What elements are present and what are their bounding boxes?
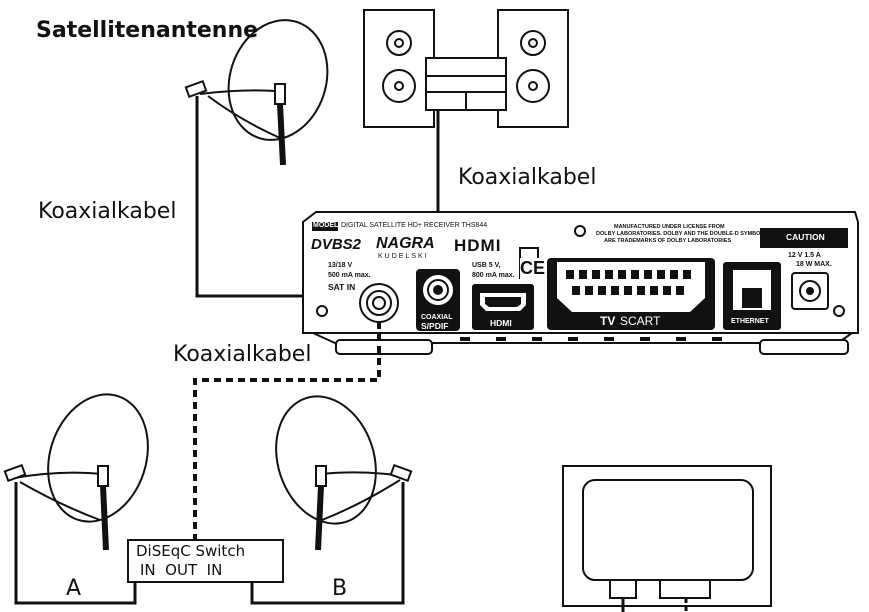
tv-set bbox=[562, 465, 772, 607]
dc-power: 18 W MAX. bbox=[796, 261, 832, 268]
sat-in-connector bbox=[359, 283, 399, 323]
scart-pin bbox=[637, 286, 645, 295]
model-badge-text: MODEL bbox=[313, 222, 339, 229]
license-line3: ARE TRADEMARKS OF DOLBY LABORATORIES bbox=[604, 238, 732, 244]
usb-spec: USB 5 V, bbox=[472, 262, 501, 269]
spdif-label: S/PDIF bbox=[421, 321, 449, 331]
scart-pin bbox=[663, 286, 671, 295]
dvb-logo: DVBS2 bbox=[311, 236, 362, 253]
scart-label: SCART bbox=[620, 314, 661, 328]
receiver-feet-marks bbox=[460, 337, 722, 341]
power-in-spec: 13/18 V bbox=[328, 262, 353, 269]
coax-middle-label: Koaxialkabel bbox=[173, 342, 312, 367]
scart-pin bbox=[579, 270, 587, 279]
scart-pin bbox=[650, 286, 658, 295]
scart-pins bbox=[566, 270, 691, 295]
kudelski-text: KUDELSKI bbox=[378, 253, 429, 260]
coax-top-label: Koaxialkabel bbox=[458, 165, 597, 190]
switch-title: DiSEqC Switch bbox=[136, 542, 246, 560]
dish-b-label: B bbox=[332, 576, 348, 601]
power-in-current: 500 mA max. bbox=[328, 272, 371, 279]
switch-ports: IN OUT IN bbox=[140, 561, 223, 579]
cable-dish-b-to-switch bbox=[250, 482, 405, 605]
scart-pin bbox=[566, 270, 574, 279]
diseqc-switch-box bbox=[127, 539, 284, 583]
nagra-logo: NAGRA bbox=[376, 235, 435, 252]
license-line2: DOLBY LABORATORIES. DOLBY AND THE DOUBLE… bbox=[596, 231, 764, 237]
scart-pin bbox=[605, 270, 613, 279]
scart-pin bbox=[657, 270, 665, 279]
caution-box bbox=[760, 228, 848, 248]
tv-label: TV bbox=[600, 314, 616, 328]
coaxial-label: COAXIAL bbox=[421, 314, 453, 321]
model-badge bbox=[312, 222, 338, 231]
scart-pin bbox=[585, 286, 593, 295]
satellite-dish-a bbox=[3, 393, 149, 551]
hdmi-port bbox=[472, 284, 534, 330]
scart-pin bbox=[670, 270, 678, 279]
coax-left-label: Koaxialkabel bbox=[38, 199, 177, 224]
scart-pin bbox=[631, 270, 639, 279]
ethernet-label: ETHERNET bbox=[731, 318, 769, 325]
caution-label: CAUTION bbox=[786, 232, 825, 242]
dc-power-port bbox=[791, 272, 829, 310]
scart-pin bbox=[676, 286, 684, 295]
scart-pin bbox=[598, 286, 606, 295]
scart-pin bbox=[611, 286, 619, 295]
scart-pin bbox=[624, 286, 632, 295]
sat-antenna-label: Satellitenantenne bbox=[36, 18, 259, 43]
scart-pin bbox=[683, 270, 691, 279]
hdmi-port-label: HDMI bbox=[490, 318, 512, 328]
model-text: DIGITAL SATELLITE HD+ RECEIVER THS844 bbox=[341, 222, 488, 229]
scart-pin bbox=[592, 270, 600, 279]
scart-pin bbox=[644, 270, 652, 279]
hdmi-logo: HDMI bbox=[454, 236, 502, 255]
ethernet-port bbox=[723, 262, 781, 330]
usb-current: 800 mA max. bbox=[472, 272, 515, 279]
satellite-dish-b bbox=[275, 395, 413, 551]
ce-mark: CE bbox=[520, 258, 546, 279]
cable-dish-a-to-switch bbox=[14, 482, 137, 605]
hifi-speakers bbox=[363, 9, 569, 128]
dc-spec: 12 V 1.5 A bbox=[788, 252, 821, 259]
license-line1: MANUFACTURED UNDER LICENSE FROM bbox=[614, 224, 725, 230]
sat-in-label: SAT IN bbox=[328, 282, 356, 292]
scart-pin bbox=[618, 270, 626, 279]
satellite-dish-top bbox=[184, 19, 329, 166]
dish-a-label: A bbox=[66, 576, 82, 601]
dashed-cable-satin-to-switch bbox=[193, 322, 381, 540]
coaxial-spdif-connector bbox=[416, 269, 460, 331]
scart-pin bbox=[572, 286, 580, 295]
